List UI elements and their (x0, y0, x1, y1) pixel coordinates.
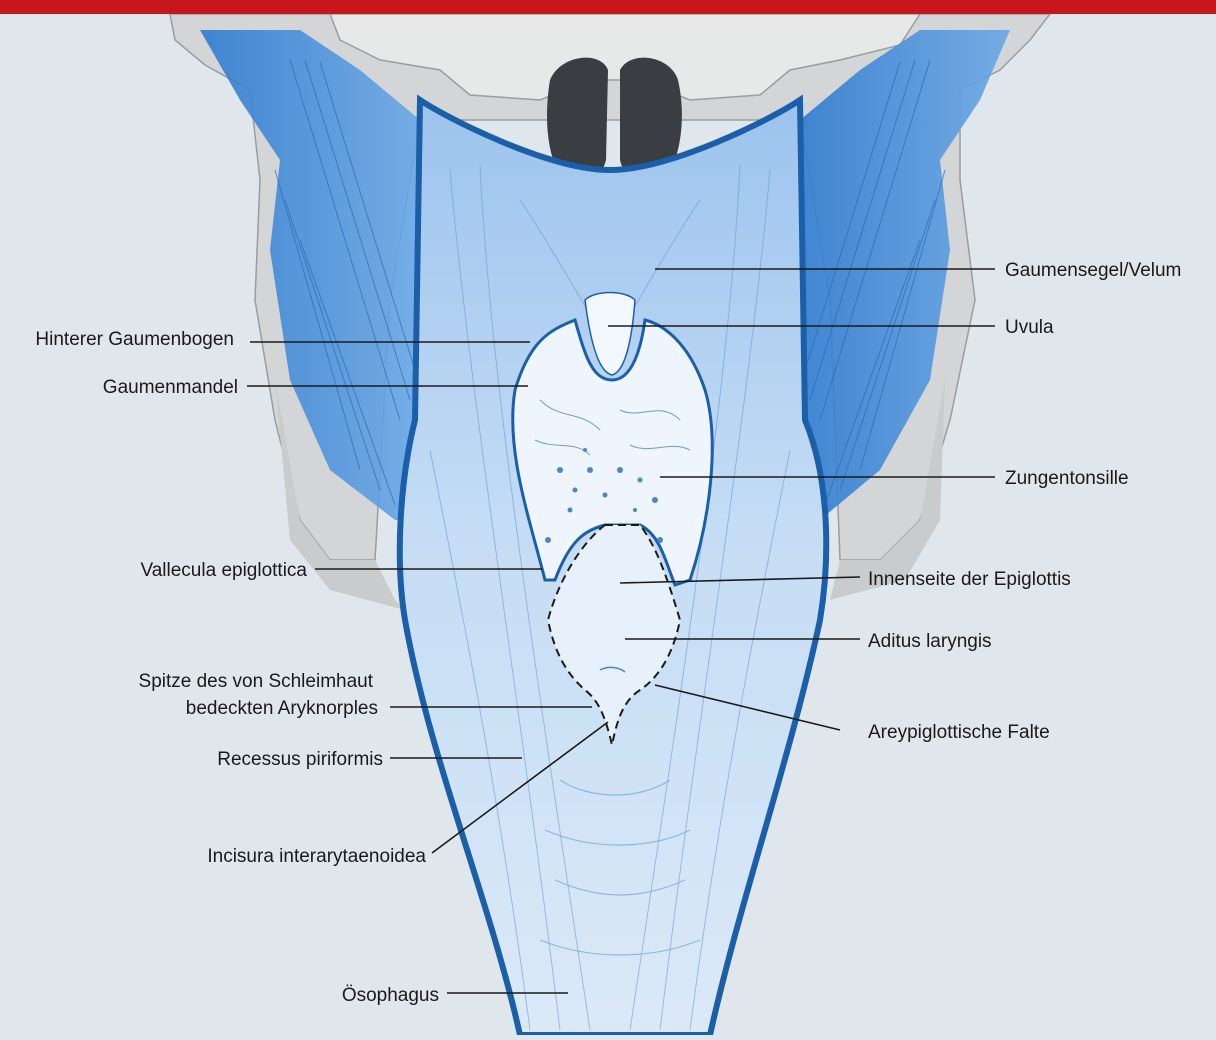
lateral-muscles (200, 30, 1010, 520)
anatomy-figure: Gaumensegel/Velum Uvula Hinterer Gaumenb… (0, 13, 1216, 1038)
label-areypiglottische-falte: Areypiglottische Falte (868, 722, 1050, 743)
top-accent-bar (0, 0, 1216, 14)
pharynx-illustration: Gaumensegel/Velum Uvula Hinterer Gaumenb… (35, 13, 1181, 1038)
choanae (547, 57, 682, 184)
label-vallecula-epiglottica: Vallecula epiglottica (140, 560, 307, 581)
oropharynx (511, 291, 714, 587)
label-uvula: Uvula (1005, 317, 1054, 338)
label-gaumensegel: Gaumensegel/Velum (1005, 260, 1181, 281)
epiglottis-outline (546, 524, 682, 746)
label-gaumenmandel: Gaumenmandel (103, 377, 238, 398)
label-zungentonsille: Zungentonsille (1005, 468, 1129, 489)
label-hinterer-gaumenbogen: Hinterer Gaumenbogen (35, 329, 234, 350)
leader-lines (247, 268, 995, 994)
label-innenseite-epiglottis: Innenseite der Epiglottis (868, 569, 1071, 590)
label-spitze-aryknorpel-1: Spitze des von Schleimhaut (139, 671, 374, 692)
label-recessus-piriformis: Recessus piriformis (217, 749, 383, 770)
lower-folds (539, 779, 701, 956)
label-spitze-aryknorpel-2: bedeckten Aryknorples (186, 698, 378, 719)
label-aditus-laryngis: Aditus laryngis (868, 631, 992, 652)
label-incisura-interarytaenoidea: Incisura interarytaenoidea (207, 846, 426, 867)
label-oesophagus: Ösophagus (342, 985, 439, 1006)
